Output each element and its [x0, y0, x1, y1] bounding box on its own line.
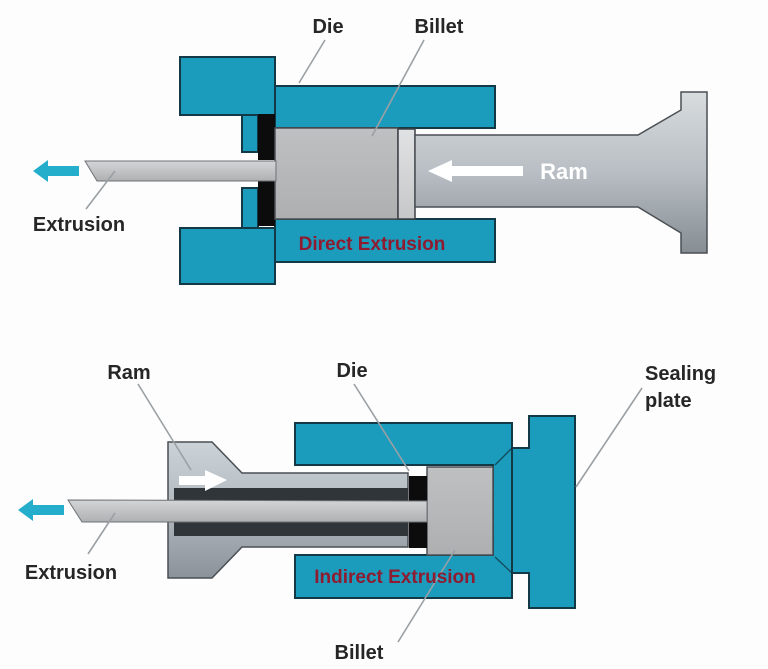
sealing-plate-label-line2: plate [645, 390, 692, 412]
die-holder-top-block [179, 56, 276, 116]
die-leader-line [298, 39, 326, 84]
container-bottom-band [274, 218, 496, 263]
billet-leader-line [397, 549, 456, 643]
die-upper-half [409, 476, 427, 502]
direct-extrusion-title: Direct Extrusion [299, 234, 446, 255]
sealing-plate-label-line1: Sealing [645, 363, 716, 385]
sealing-plate-leader-line [575, 387, 643, 488]
billet-shape [426, 466, 494, 556]
billet-leader-line [371, 39, 425, 137]
die-lower-half [409, 522, 427, 548]
direct-extrusion-diagram: Die Billet Extrusion Ram Direct Extrusio… [33, 16, 708, 285]
die-backer-bottom [241, 187, 259, 229]
container-top-band [274, 85, 496, 129]
ram-shape [414, 91, 708, 254]
extrusion-label: Extrusion [25, 562, 117, 584]
container-chamfer-top [494, 447, 513, 466]
ram-leader-line [137, 383, 192, 471]
extrusion-leader-line [85, 170, 116, 210]
extrusion-leader-line [87, 512, 116, 555]
container-chamfer-bottom [494, 556, 513, 574]
die-backer-top [241, 114, 259, 153]
die-upper-half [258, 114, 275, 160]
indirect-extrusion-diagram: Ram Die Sealing plate Extrusion Billet I… [18, 360, 716, 664]
die-holder-bottom-block [179, 227, 276, 285]
die-lower-half [258, 180, 275, 226]
billet-label: Billet [335, 642, 384, 664]
extrusion-strip [84, 160, 277, 182]
extrusion-label: Extrusion [33, 214, 125, 236]
ram-direction-arrow-icon [179, 470, 227, 491]
billet-shape [274, 127, 399, 220]
extrusion-strip [67, 499, 428, 523]
sealing-plate-shape [511, 415, 576, 609]
extrusion-direction-arrow-icon [33, 160, 79, 182]
pressing-plate [397, 128, 416, 220]
die-leader-line [353, 383, 410, 472]
ram-label: Ram [107, 362, 150, 384]
ram-label: Ram [540, 159, 588, 184]
billet-label: Billet [415, 16, 464, 38]
indirect-extrusion-title: Indirect Extrusion [314, 567, 476, 588]
extrusion-direction-arrow-icon [18, 499, 64, 521]
die-label: Die [312, 16, 343, 38]
ram-direction-arrow-icon [428, 160, 523, 182]
die-label: Die [336, 360, 367, 382]
